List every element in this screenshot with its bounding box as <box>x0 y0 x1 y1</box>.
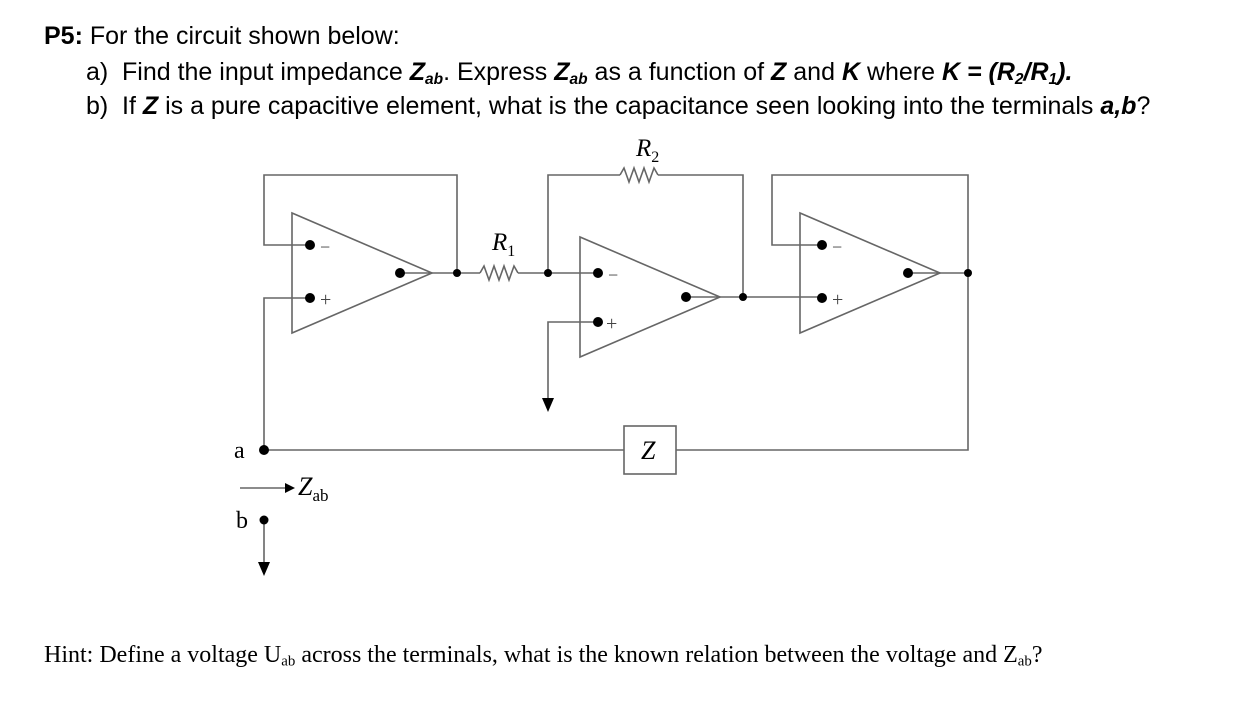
problem-intro: For the circuit shown below: <box>89 22 400 50</box>
z-symbol: Z <box>771 58 787 86</box>
r1-resistor <box>479 263 519 283</box>
opamp2-output-terminal <box>681 292 691 302</box>
hint-z-subscript: ab <box>1017 653 1032 670</box>
zab-label: Zab <box>298 472 329 505</box>
zab-subscript-2: ab <box>569 70 588 88</box>
part-a-label: a) <box>86 58 109 86</box>
opamp1-feedback-wire <box>263 174 458 273</box>
terminal-b-node <box>259 515 269 525</box>
terminal-a-label: a <box>234 438 245 464</box>
zab-subscript: ab <box>424 70 444 88</box>
zab-symbol-2: Z <box>554 58 570 86</box>
opamp1-output-terminal <box>395 268 405 278</box>
ground-arrow-opamp2 <box>542 398 554 412</box>
part-a-text-4: and <box>786 58 842 86</box>
part-b-text-2: is a pure capacitive element, what is th… <box>158 92 1101 120</box>
question-part-a: a)Find the input impedance Zab. Express … <box>86 58 1072 89</box>
opamp2-plus-terminal <box>593 317 603 327</box>
opamp3-feedback-wire <box>771 174 969 273</box>
z-label: Z <box>641 436 656 465</box>
opamp2-minus-terminal <box>593 268 603 278</box>
junction-r2-output <box>739 293 747 301</box>
k-def: K = (R <box>941 58 1015 86</box>
opamp1-minus-terminal <box>305 240 315 250</box>
opamp2-plus-ground-wire <box>547 321 594 398</box>
r1-label: R1 <box>491 229 515 260</box>
problem-number: P5: <box>44 22 83 50</box>
opamp1-plus-wire <box>263 297 306 450</box>
k-def-r1-sub: 1 <box>1048 70 1058 88</box>
k-def-slash: /R <box>1023 58 1049 86</box>
ground-arrow-b <box>258 562 270 576</box>
terminal-a-node <box>259 445 269 455</box>
opamp3-minus-sign: − <box>832 237 842 257</box>
k-def-end: ). <box>1057 58 1073 86</box>
part-a-text-3: as a function of <box>587 58 772 86</box>
zab-symbol: Z <box>409 58 425 86</box>
opamp-1 <box>291 211 435 335</box>
r2-resistor <box>619 165 659 185</box>
opamp3-plus-terminal <box>817 293 827 303</box>
k-symbol: K <box>841 58 860 86</box>
opamp-2 <box>579 235 723 359</box>
part-a-text-1: Find the input impedance <box>122 58 410 86</box>
z-symbol-b: Z <box>142 92 159 120</box>
opamp2-minus-sign: − <box>608 265 618 285</box>
question-part-b: b) If Z is a pure capacitive element, wha… <box>86 92 1150 121</box>
part-b-label: b) <box>86 92 109 120</box>
opamp1-plus-terminal <box>305 293 315 303</box>
terminals-ab: a,b <box>1100 92 1137 120</box>
junction-r1-r2 <box>544 269 552 277</box>
hint-part-1: Hint: Define a voltage U <box>44 642 282 668</box>
part-b-text-1: If <box>122 92 143 120</box>
junction-opamp1-output <box>453 269 461 277</box>
opamp3-minus-terminal <box>817 240 827 250</box>
problem-heading: P5: For the circuit shown below: <box>44 22 400 51</box>
hint-text: Hint: Define a voltage Uab across the te… <box>44 642 1042 671</box>
opamp3-plus-sign: + <box>832 289 843 311</box>
part-a-text-2: . Express <box>443 58 555 86</box>
r2-right-wire <box>658 174 744 297</box>
hint-u-subscript: ab <box>281 653 296 670</box>
opamp3-output-terminal <box>903 268 913 278</box>
r2-left-wire <box>547 174 620 273</box>
hint-part-3: ? <box>1031 642 1043 668</box>
k-def-r2-sub: 2 <box>1014 70 1024 88</box>
opamp-3 <box>799 211 943 335</box>
opamp1-plus-sign: + <box>320 289 331 311</box>
opamp1-minus-sign: − <box>320 237 330 257</box>
opamp2-plus-sign: + <box>606 313 617 335</box>
part-b-text-3: ? <box>1136 92 1151 120</box>
zab-arrowhead <box>285 483 295 493</box>
terminal-b-label: b <box>236 508 248 534</box>
junction-opamp3-output <box>964 269 972 277</box>
r2-label: R2 <box>635 135 659 166</box>
hint-part-2: across the terminals, what is the known … <box>295 642 1018 668</box>
z-right-wire <box>676 273 969 451</box>
part-a-text-5: where <box>860 58 942 86</box>
